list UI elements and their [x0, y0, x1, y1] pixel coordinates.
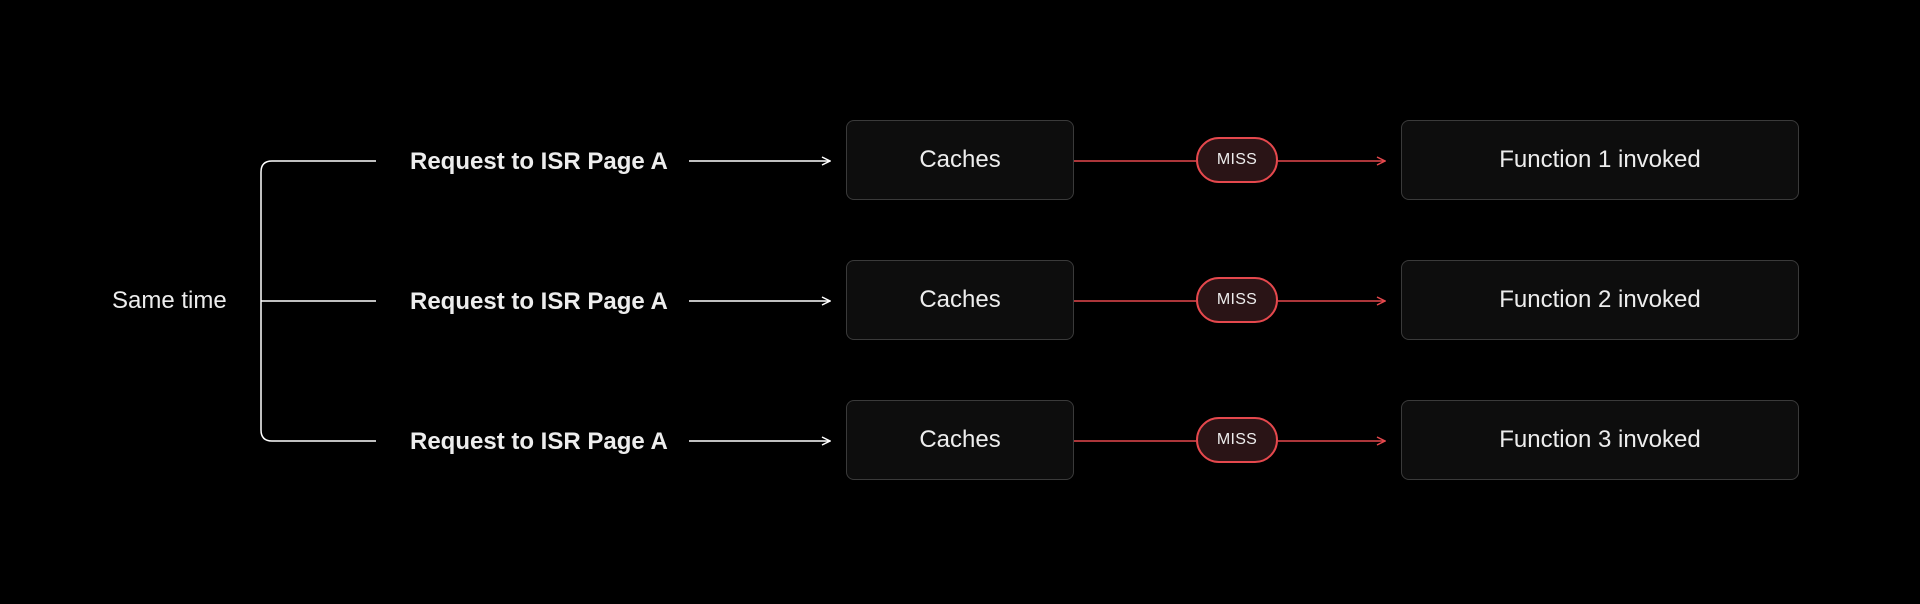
function-box: Function 1 invoked [1401, 120, 1799, 200]
miss-status-badge: MISS [1196, 417, 1278, 463]
same-time-label: Same time [112, 287, 227, 314]
request-row: Request to ISR Page A Caches MISS Functi… [0, 120, 1920, 204]
cache-box: Caches [846, 120, 1074, 200]
request-row: Request to ISR Page A Caches MISS Functi… [0, 260, 1920, 344]
request-label: Request to ISR Page A [410, 288, 668, 315]
request-label: Request to ISR Page A [410, 148, 668, 175]
function-box: Function 3 invoked [1401, 400, 1799, 480]
request-label: Request to ISR Page A [410, 428, 668, 455]
cache-box: Caches [846, 400, 1074, 480]
request-row: Request to ISR Page A Caches MISS Functi… [0, 400, 1920, 484]
cache-box: Caches [846, 260, 1074, 340]
function-box: Function 2 invoked [1401, 260, 1799, 340]
miss-status-badge: MISS [1196, 137, 1278, 183]
miss-status-badge: MISS [1196, 277, 1278, 323]
